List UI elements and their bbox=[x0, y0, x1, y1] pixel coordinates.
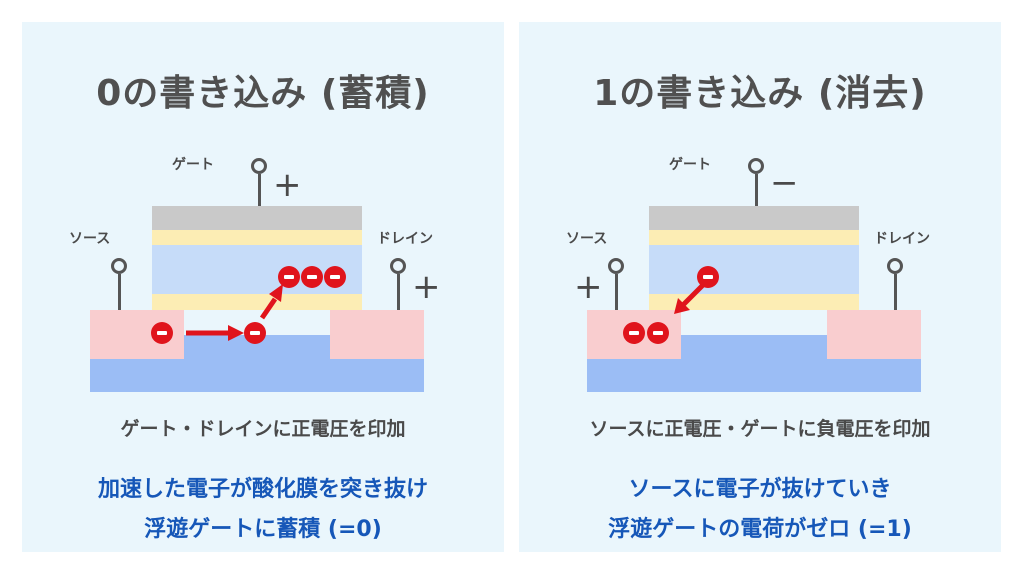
arrowhead-right bbox=[228, 325, 244, 341]
drain-wire bbox=[397, 274, 400, 310]
oxide-layer-top bbox=[152, 230, 362, 245]
electron-in-floating-gate bbox=[697, 266, 719, 288]
source-label: ソース bbox=[566, 231, 608, 247]
floating-gate bbox=[649, 245, 859, 294]
drain-label: ドレイン bbox=[377, 231, 433, 247]
drain-wire bbox=[894, 274, 897, 310]
drain-label: ドレイン bbox=[874, 231, 930, 247]
explanation-line-1: 加速した電子が酸化膜を突き抜け bbox=[97, 477, 428, 502]
source-label: ソース bbox=[69, 231, 111, 247]
caption: ゲート・ドレインに正電圧を印加 bbox=[120, 418, 406, 440]
electron-path-arrows bbox=[186, 284, 283, 341]
explanation-line-2: 浮遊ゲートに蓄積 (=0) bbox=[144, 517, 382, 542]
explanation-line-1: ソースに電子が抜けていき bbox=[628, 477, 892, 502]
oxide-layer-bottom bbox=[649, 294, 859, 310]
control-gate bbox=[649, 206, 859, 230]
source-wire bbox=[118, 274, 121, 310]
electron-path-arrows bbox=[674, 283, 705, 314]
panel-title: 1の書き込み (消去) bbox=[593, 73, 927, 114]
control-gate bbox=[152, 206, 362, 230]
electron-in-floating-gate bbox=[278, 266, 300, 288]
source-wire bbox=[615, 274, 618, 310]
electron-in-source bbox=[647, 322, 669, 344]
oxide-layer-top bbox=[649, 230, 859, 245]
arrowhead-down-left bbox=[674, 298, 690, 314]
panel-write-one: 1の書き込み (消去) ゲート − ソース + ドレイン ソースに正電圧・ゲート… bbox=[519, 22, 1001, 552]
drain-sign: + bbox=[412, 267, 441, 307]
source-sign: + bbox=[574, 267, 603, 307]
gate-wire bbox=[258, 174, 261, 206]
panel-write-zero: 0の書き込み (蓄積) ゲート + ソース ドレイン + ゲート・ドレインに正電… bbox=[22, 22, 504, 552]
panel-title: 0の書き込み (蓄積) bbox=[96, 73, 430, 114]
gate-label: ゲート bbox=[172, 157, 214, 173]
drain-region bbox=[827, 310, 921, 359]
electron-in-channel bbox=[244, 322, 266, 344]
oxide-layer-bottom bbox=[152, 294, 362, 310]
gate-terminal bbox=[748, 158, 764, 174]
drain-region bbox=[330, 310, 424, 359]
electron-in-floating-gate bbox=[324, 266, 346, 288]
arrowhead-up bbox=[269, 284, 283, 302]
caption: ソースに正電圧・ゲートに負電圧を印加 bbox=[589, 418, 931, 440]
electron-in-floating-gate bbox=[301, 266, 323, 288]
electron-in-source bbox=[623, 322, 645, 344]
gate-sign: − bbox=[770, 163, 799, 203]
source-terminal bbox=[608, 258, 624, 274]
gate-label: ゲート bbox=[669, 157, 711, 173]
electron-in-source bbox=[151, 322, 173, 344]
arrow-channel-to-floating-gate bbox=[259, 297, 278, 320]
arrow-floating-gate-to-source bbox=[681, 283, 705, 307]
gate-wire bbox=[755, 174, 758, 206]
drain-terminal bbox=[390, 258, 406, 274]
source-terminal bbox=[111, 258, 127, 274]
drain-terminal bbox=[887, 258, 903, 274]
gate-terminal bbox=[251, 158, 267, 174]
gate-sign: + bbox=[273, 165, 302, 205]
explanation-line-2: 浮遊ゲートの電荷がゼロ (=1) bbox=[608, 517, 912, 542]
